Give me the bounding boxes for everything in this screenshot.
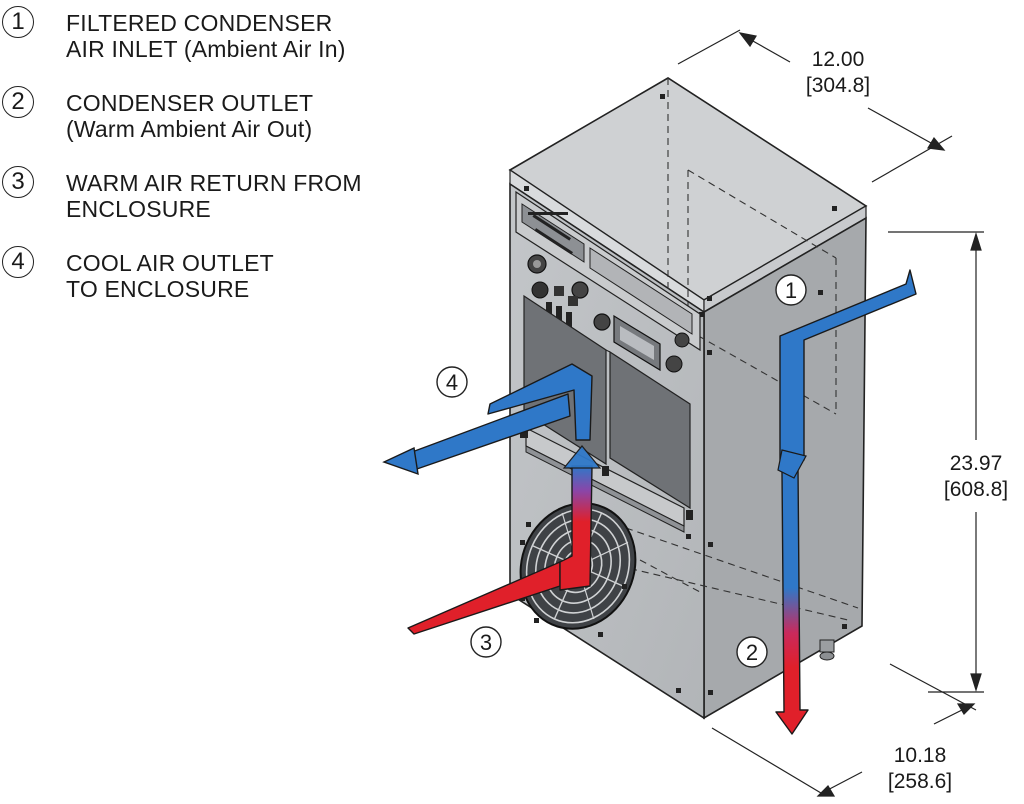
svg-text:1: 1 [785,278,797,303]
dimension-height: 23.97 [608.8] [888,231,1008,693]
callout-1: 1 [775,274,807,306]
airflow-arrow-4 [382,363,593,476]
legend-item: 1 FILTERED CONDENSER AIR INLET (Ambient … [0,6,440,66]
callout-3: 3 [470,626,502,658]
legend-item: 4 COOL AIR OUTLET TO ENCLOSURE [0,246,440,306]
legend-number: 3 [2,166,34,198]
legend-line: TO ENCLOSURE [66,276,250,302]
air-opening-right [609,350,691,510]
legend-line: CONDENSER OUTLET [66,90,314,116]
dimension-width: 10.18 [258.6] [711,663,977,797]
svg-text:23.97: 23.97 [950,452,1003,475]
legend-line: (Warm Ambient Air Out) [66,116,313,142]
legend-text: COOL AIR OUTLET TO ENCLOSURE [66,250,274,302]
drain-fitting [819,639,835,661]
legend-line: AIR INLET (Ambient Air In) [66,36,346,62]
svg-text:2: 2 [746,640,758,665]
legend-text: CONDENSER OUTLET (Warm Ambient Air Out) [66,90,313,142]
callout-2: 2 [736,636,768,668]
legend-text: FILTERED CONDENSER AIR INLET (Ambient Ai… [66,10,346,62]
legend-number: 2 [2,86,34,118]
svg-text:[608.8]: [608.8] [944,478,1008,501]
svg-text:4: 4 [446,370,458,395]
legend-item: 3 WARM AIR RETURN FROM ENCLOSURE [0,166,440,226]
control-panel [515,190,701,373]
legend-number: 1 [2,6,34,38]
legend-line: FILTERED CONDENSER [66,10,333,36]
legend-line: ENCLOSURE [66,196,211,222]
legend-line: COOL AIR OUTLET [66,250,274,276]
svg-text:[304.8]: [304.8] [806,74,870,97]
legend-number: 4 [2,246,34,278]
svg-text:12.00: 12.00 [812,48,865,71]
svg-text:10.18: 10.18 [894,744,947,767]
legend-text: WARM AIR RETURN FROM ENCLOSURE [66,170,362,222]
airflow-arrow-2 [775,449,809,735]
legend-item: 2 CONDENSER OUTLET (Warm Ambient Air Out… [0,86,440,146]
svg-text:[258.6]: [258.6] [888,770,952,793]
callout-4: 4 [436,366,468,398]
legend: 1 FILTERED CONDENSER AIR INLET (Ambient … [0,0,440,320]
airflow-arrow-3 [407,445,602,635]
legend-line: WARM AIR RETURN FROM [66,170,362,196]
dimension-depth: 12.00 [304.8] [677,29,953,183]
svg-text:3: 3 [480,630,492,655]
